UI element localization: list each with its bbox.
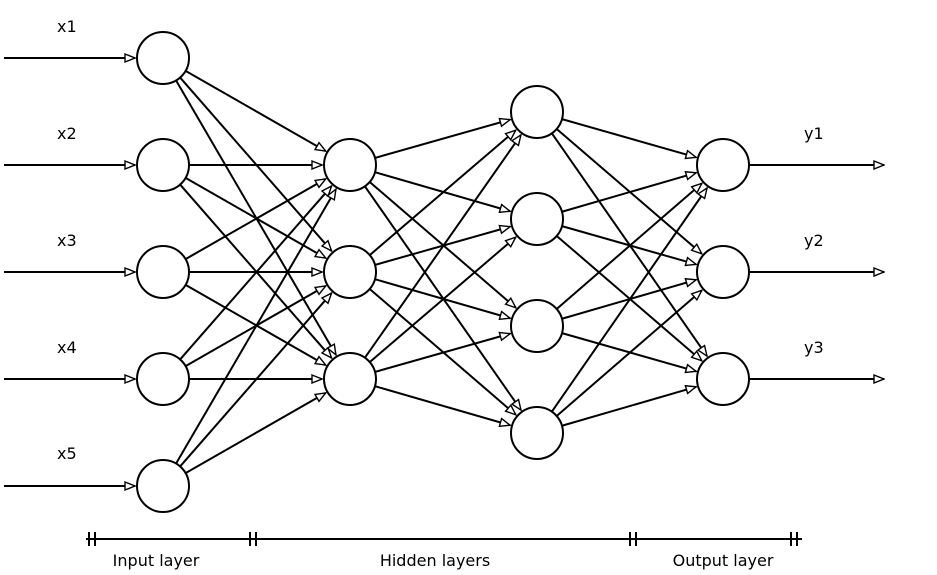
input-neuron (136, 245, 190, 299)
connection-arrow (561, 118, 696, 157)
hidden2-neuron (510, 299, 564, 353)
output-label-y2: y2 (804, 231, 824, 250)
output-label-y3: y3 (804, 338, 824, 357)
output-neuron (696, 138, 750, 192)
hidden2-neuron (510, 85, 564, 139)
connection-arrow (551, 188, 707, 413)
connection-arrow (185, 393, 326, 474)
hidden2-neuron (510, 406, 564, 460)
connection-arrow (369, 237, 516, 363)
hidden-layers-label: Hidden layers (380, 551, 490, 570)
output-layer-label: Output layer (673, 551, 774, 570)
hidden2-neuron (510, 192, 564, 246)
connection-arrow (175, 189, 336, 465)
io-arrow-group (4, 58, 884, 486)
hidden1-neuron (323, 245, 377, 299)
connection-group (175, 70, 707, 474)
connection-arrow (561, 387, 696, 427)
output-label-y1: y1 (804, 124, 824, 143)
connection-arrow (374, 385, 510, 425)
input-neuron (136, 352, 190, 406)
connection-arrow (374, 120, 510, 159)
output-neuron (696, 352, 750, 406)
neuron-group (136, 31, 750, 513)
connection-arrow (179, 186, 331, 361)
input-neuron (136, 138, 190, 192)
layer-scale-bar (86, 532, 802, 546)
hidden1-neuron (323, 138, 377, 192)
connection-arrow (185, 179, 326, 260)
output-neuron (696, 245, 750, 299)
connection-arrow (374, 334, 510, 373)
input-label-x5: x5 (57, 444, 77, 463)
input-label-x4: x4 (57, 338, 77, 357)
connection-arrow (364, 135, 521, 359)
connection-arrow (369, 130, 516, 256)
input-layer-label: Input layer (113, 551, 200, 570)
connection-arrow (556, 290, 702, 417)
input-label-x3: x3 (57, 231, 77, 250)
connection-arrow (179, 293, 331, 468)
connection-arrow (556, 183, 702, 310)
hidden1-neuron (323, 352, 377, 406)
input-neuron (136, 459, 190, 513)
connection-arrow (185, 70, 326, 151)
connection-arrow (561, 173, 696, 213)
input-label-x1: x1 (57, 17, 77, 36)
input-label-x2: x2 (57, 124, 77, 143)
input-neuron (136, 31, 190, 85)
